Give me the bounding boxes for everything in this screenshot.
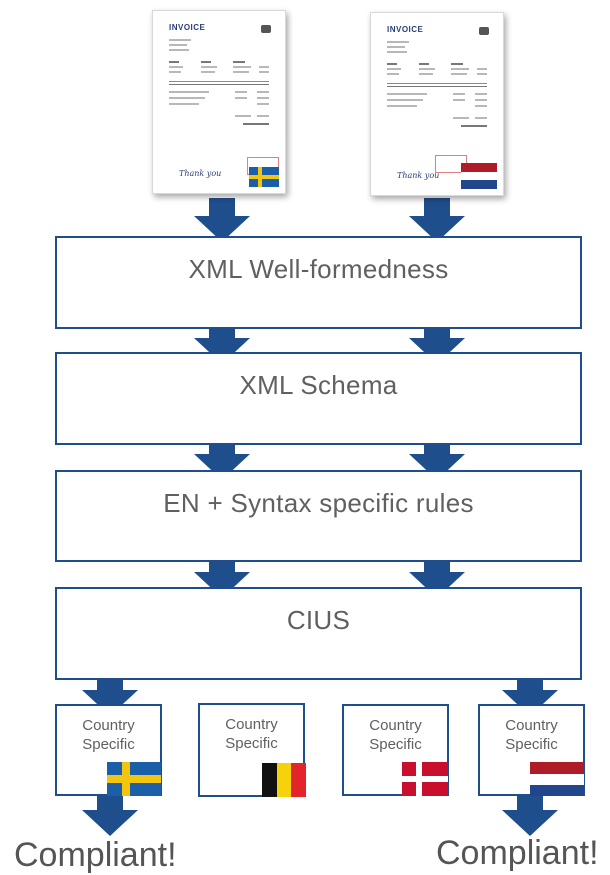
invoice-title: INVOICE <box>387 25 424 34</box>
arrow-country-right <box>502 792 558 836</box>
netherlands-flag-icon <box>461 163 497 189</box>
result-compliant-right: Compliant! <box>436 834 599 872</box>
invoice-thanks: Thank you <box>179 169 222 178</box>
stage-en-syntax-rules: EN + Syntax specific rules <box>55 470 582 562</box>
belgium-flag-icon <box>262 763 306 797</box>
country-label-line1: Country <box>225 716 278 733</box>
invoice-thanks: Thank you <box>397 171 440 180</box>
invoice-thumbnail-sweden: INVOICE Thank you <box>152 10 286 194</box>
country-label-line2: Specific <box>369 736 422 753</box>
country-label-line1: Country <box>369 717 422 734</box>
country-specific-sweden: Country Specific <box>55 704 162 796</box>
stage-label: XML Well-formedness <box>188 254 449 284</box>
invoice-title: INVOICE <box>169 23 206 32</box>
invoice-thumbnail-netherlands: INVOICE Thank you <box>370 12 504 196</box>
sweden-flag-icon <box>249 167 279 187</box>
stage-cius: CIUS <box>55 587 582 680</box>
arrow-country-left <box>82 792 138 836</box>
country-label-line1: Country <box>82 717 135 734</box>
sweden-flag-icon <box>107 762 161 796</box>
netherlands-flag-icon <box>530 762 584 796</box>
country-specific-denmark: Country Specific <box>342 704 449 796</box>
invoice-logo-icon <box>479 27 489 35</box>
result-compliant-left: Compliant! <box>14 836 177 874</box>
country-specific-belgium: Country Specific <box>198 703 306 797</box>
denmark-flag-icon <box>402 762 448 796</box>
stage-xml-well-formedness: XML Well-formedness <box>55 236 582 329</box>
stage-xml-schema: XML Schema <box>55 352 582 445</box>
country-label-line1: Country <box>505 717 558 734</box>
country-label-line2: Specific <box>505 736 558 753</box>
stage-label: CIUS <box>286 605 351 635</box>
stage-label: XML Schema <box>239 370 398 400</box>
country-label-line2: Specific <box>225 735 278 752</box>
invoice-logo-icon <box>261 25 271 33</box>
country-specific-netherlands: Country Specific <box>478 704 585 796</box>
country-label-line2: Specific <box>82 736 135 753</box>
stage-label: EN + Syntax specific rules <box>163 488 474 518</box>
